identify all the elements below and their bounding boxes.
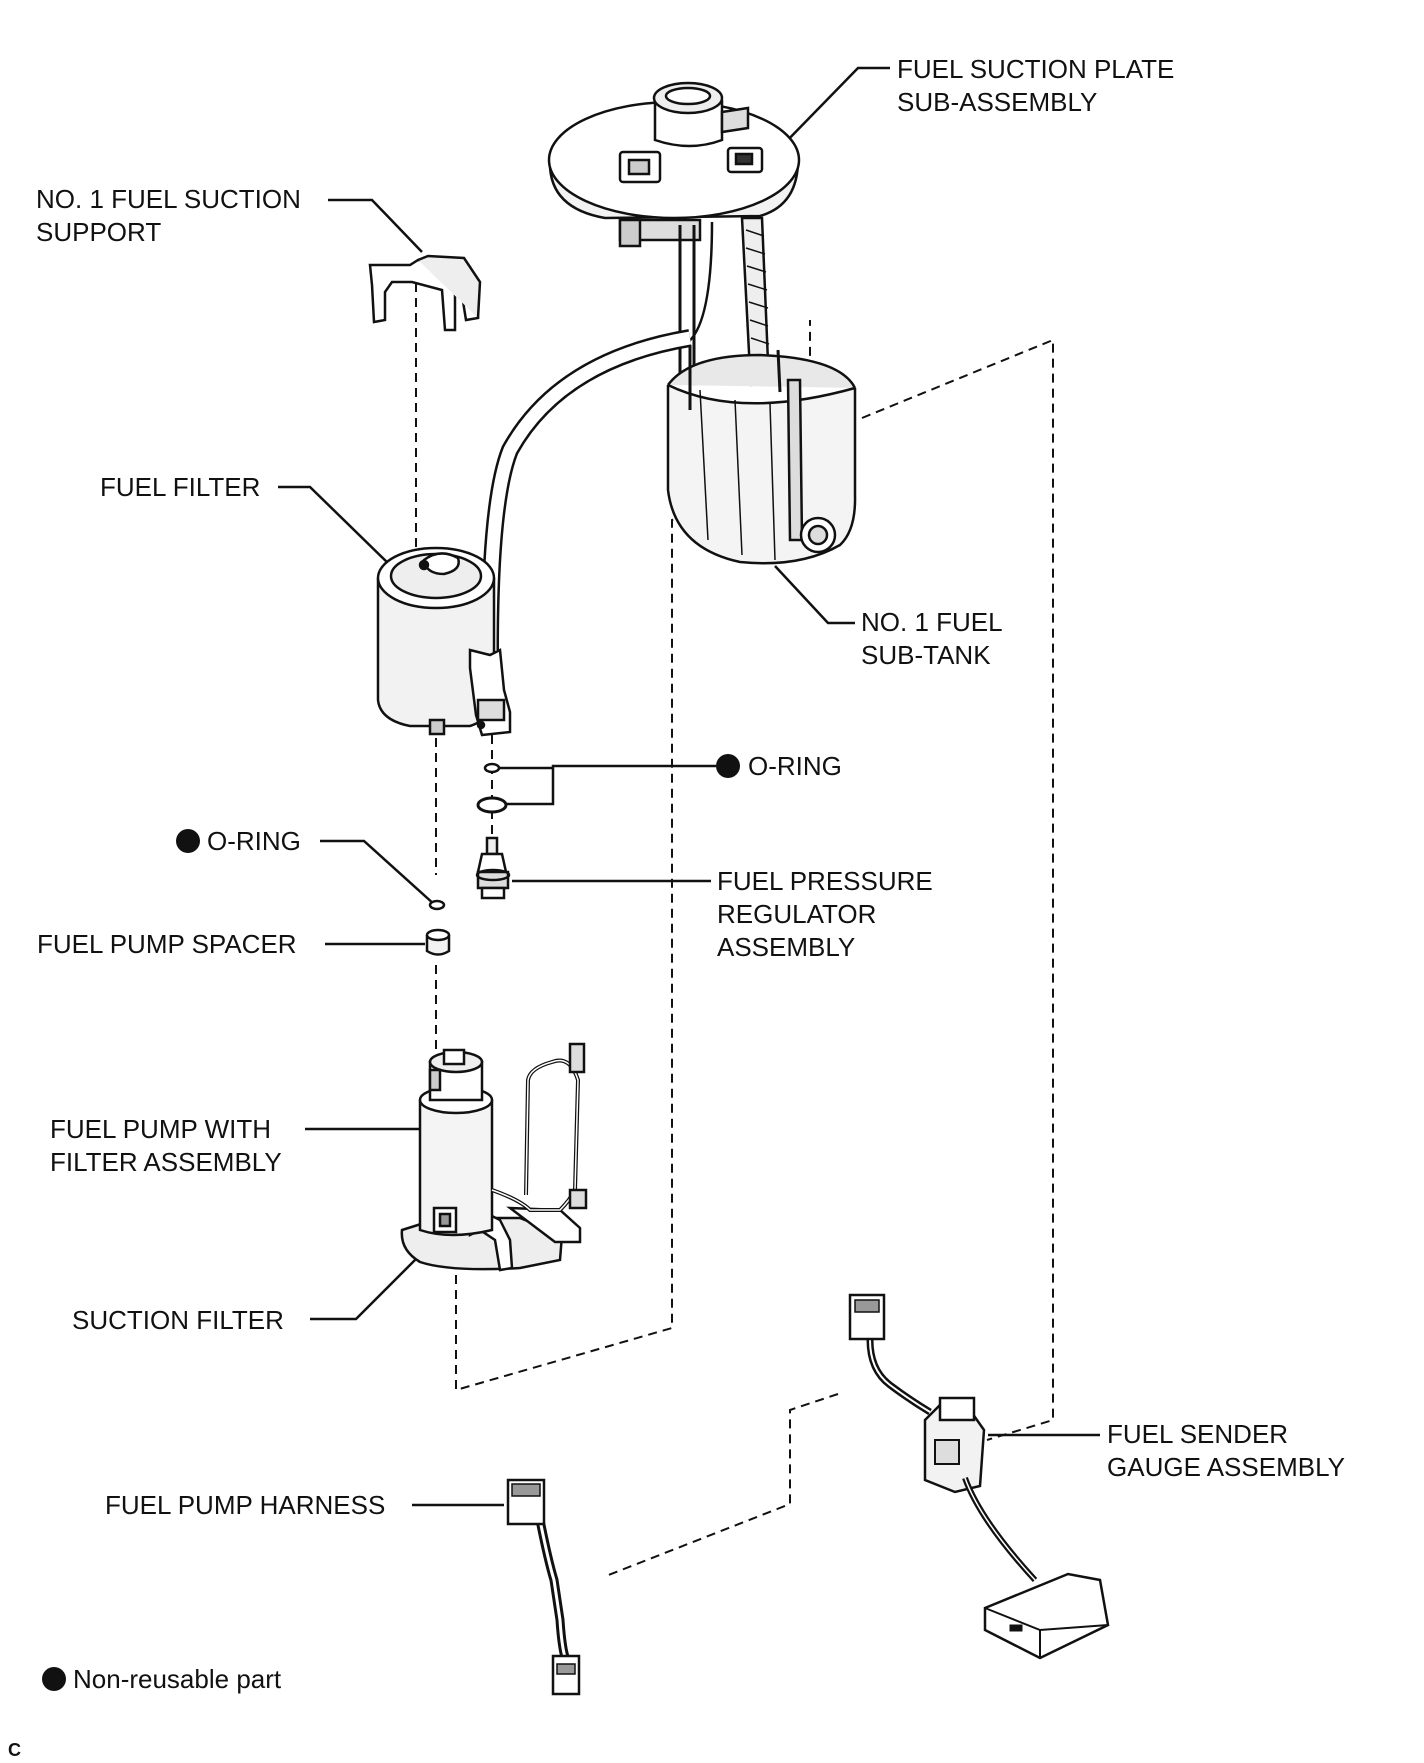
- fuel-suction-plate: [547, 81, 801, 412]
- fuel-filter: [376, 546, 512, 737]
- svg-text:REGULATOR: REGULATOR: [717, 899, 876, 929]
- svg-text:SUPPORT: SUPPORT: [36, 217, 161, 247]
- svg-text:FUEL PUMP SPACER: FUEL PUMP SPACER: [37, 929, 297, 959]
- svg-text:O-RING: O-RING: [748, 751, 842, 781]
- fuel-pressure-regulator: [475, 836, 511, 900]
- fuel-hose: [481, 329, 692, 651]
- legend-non-reusable: Non-reusable part: [42, 1664, 282, 1694]
- fuel-pump-harness: [506, 1478, 581, 1696]
- svg-text:SUB-ASSEMBLY: SUB-ASSEMBLY: [897, 87, 1097, 117]
- svg-text:O-RING: O-RING: [207, 826, 301, 856]
- label-fuel-filter: FUEL FILTER: [100, 472, 260, 502]
- svg-text:FUEL PRESSURE: FUEL PRESSURE: [717, 866, 933, 896]
- label-fuel-pump-spacer: FUEL PUMP SPACER: [37, 929, 297, 959]
- corner-mark: C: [8, 1740, 21, 1760]
- fuel-sender-gauge: [848, 1293, 1110, 1660]
- non-reusable-dot-icon: [42, 1667, 66, 1691]
- svg-text:FUEL SENDER: FUEL SENDER: [1107, 1419, 1288, 1449]
- label-fuel-suction-plate: FUEL SUCTION PLATE SUB-ASSEMBLY: [897, 54, 1174, 117]
- leader-lines: [278, 66, 1100, 1507]
- svg-text:FUEL PUMP HARNESS: FUEL PUMP HARNESS: [105, 1490, 385, 1520]
- label-fuel-sender-gauge: FUEL SENDER GAUGE ASSEMBLY: [1107, 1419, 1345, 1482]
- fuel-suction-support: [368, 254, 482, 332]
- svg-text:FUEL PUMP WITH: FUEL PUMP WITH: [50, 1114, 271, 1144]
- svg-text:SUB-TANK: SUB-TANK: [861, 640, 991, 670]
- svg-text:Non-reusable part: Non-reusable part: [73, 1664, 282, 1694]
- svg-text:NO. 1 FUEL: NO. 1 FUEL: [861, 607, 1003, 637]
- label-no1-fuel-sub-tank: NO. 1 FUEL SUB-TANK: [861, 607, 1003, 670]
- label-fuel-pressure-regulator: FUEL PRESSURE REGULATOR ASSEMBLY: [717, 866, 933, 962]
- fuel-pump-spacer: [425, 928, 451, 956]
- svg-text:FUEL SUCTION PLATE: FUEL SUCTION PLATE: [897, 54, 1174, 84]
- svg-text:FUEL FILTER: FUEL FILTER: [100, 472, 260, 502]
- fuel-sub-tank: [666, 345, 857, 565]
- o-ring-small: [483, 762, 501, 774]
- fuel-pump-assembly: [400, 1042, 588, 1272]
- label-fuel-pump-with-filter: FUEL PUMP WITH FILTER ASSEMBLY: [50, 1114, 282, 1177]
- svg-text:C: C: [8, 1740, 21, 1760]
- non-reusable-dot-icon: [716, 754, 740, 778]
- svg-text:ASSEMBLY: ASSEMBLY: [717, 932, 855, 962]
- label-o-ring-right: O-RING: [716, 751, 842, 781]
- label-suction-filter: SUCTION FILTER: [72, 1305, 284, 1335]
- svg-text:NO. 1 FUEL SUCTION: NO. 1 FUEL SUCTION: [36, 184, 301, 214]
- label-no1-fuel-suction-support: NO. 1 FUEL SUCTION SUPPORT: [36, 184, 301, 247]
- non-reusable-dot-icon: [176, 829, 200, 853]
- dashed-alignment-lines: [415, 283, 1054, 1577]
- svg-text:GAUGE ASSEMBLY: GAUGE ASSEMBLY: [1107, 1452, 1345, 1482]
- label-fuel-pump-harness: FUEL PUMP HARNESS: [105, 1490, 385, 1520]
- o-ring-pump: [428, 899, 446, 911]
- label-o-ring-left: O-RING: [176, 826, 301, 856]
- svg-text:SUCTION FILTER: SUCTION FILTER: [72, 1305, 284, 1335]
- svg-text:FILTER ASSEMBLY: FILTER ASSEMBLY: [50, 1147, 282, 1177]
- o-ring-large: [476, 796, 508, 814]
